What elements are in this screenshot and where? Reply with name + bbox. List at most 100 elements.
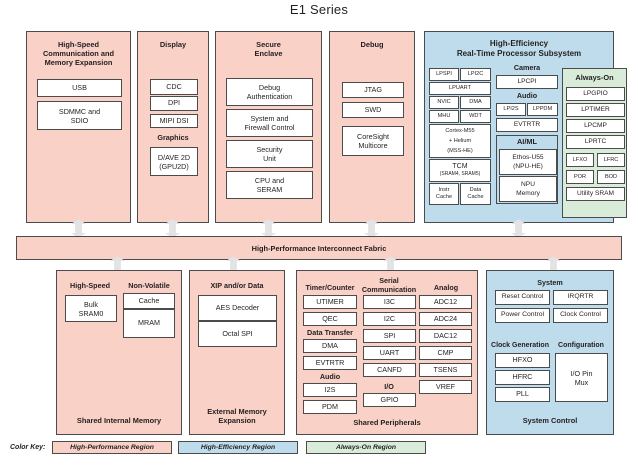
block-pll-label: PLL xyxy=(516,389,529,399)
block-coresight-multicore[interactable]: CoreSight Multicore xyxy=(342,126,404,156)
block-i2s[interactable]: I2S xyxy=(303,383,357,397)
block-nvic[interactable]: NVIC xyxy=(429,96,459,109)
block-mipi-dsi-label: MIPI DSI xyxy=(159,115,189,125)
interconnect-fabric: High-Performance Interconnect Fabric xyxy=(16,236,622,260)
block-evtrtr-rtss[interactable]: EVTRTR xyxy=(496,118,558,132)
block-io-pin-mux[interactable]: I/O Pin Mux xyxy=(555,353,608,402)
block-power-control[interactable]: Power Control xyxy=(495,308,550,323)
block-nvic-label: NVIC xyxy=(437,99,451,106)
block-spi[interactable]: SPI xyxy=(363,329,416,343)
block-evtrtr-peripheral[interactable]: EVTRTR xyxy=(303,356,357,370)
block-jtag[interactable]: JTAG xyxy=(342,82,404,98)
block-dma[interactable]: DMA xyxy=(460,96,491,109)
block-utimer[interactable]: UTIMER xyxy=(303,295,357,309)
block-lpuart[interactable]: LPUART xyxy=(429,82,491,95)
block-tsens[interactable]: TSENS xyxy=(419,363,472,377)
block-lfrc[interactable]: LFRC xyxy=(597,153,625,167)
block-lptimer[interactable]: LPTIMER xyxy=(566,103,625,117)
block-sdmmc-sdio-label: SDMMC and SDIO xyxy=(58,106,101,125)
block-cache[interactable]: Cache xyxy=(123,293,175,309)
block-hfrc[interactable]: HFRC xyxy=(495,370,550,385)
block-adc12[interactable]: ADC12 xyxy=(419,295,472,309)
block-utility-sram-label: Utility SRAM xyxy=(577,189,614,197)
block-utility-sram[interactable]: Utility SRAM xyxy=(566,187,625,201)
block-npu-memory[interactable]: NPU Memory xyxy=(499,176,557,202)
label-graphics: Graphics xyxy=(157,133,189,142)
label-io: I/O xyxy=(384,382,394,391)
block-dpi[interactable]: DPI xyxy=(150,96,198,111)
block-lpgpio[interactable]: LPGPIO xyxy=(566,87,625,101)
block-cmp[interactable]: CMP xyxy=(419,346,472,360)
block-lprtc[interactable]: LPRTC xyxy=(566,135,625,149)
block-lpi2c[interactable]: LPI2C xyxy=(460,68,491,81)
region-title-line3: Memory Expansion xyxy=(44,58,113,67)
block-tcm[interactable]: TCM (SRAM4, SRAM5) xyxy=(429,159,491,182)
label-high-speed-memory: High-Speed xyxy=(70,281,110,290)
block-data-cache[interactable]: Data Cache xyxy=(460,183,491,205)
block-lppdm[interactable]: LPPDM xyxy=(527,103,558,116)
block-mhu[interactable]: MHU xyxy=(429,110,459,123)
label-system: System xyxy=(537,278,563,287)
block-octal-spi[interactable]: Octal SPI xyxy=(198,321,277,347)
block-canfd[interactable]: CANFD xyxy=(363,363,416,377)
block-cpu-seram[interactable]: CPU and SERAM xyxy=(226,171,313,199)
block-ethos-u55[interactable]: Ethos-U55 (NPU-HE) xyxy=(499,149,557,175)
block-mram[interactable]: MRAM xyxy=(123,309,175,338)
block-reset-control[interactable]: Reset Control xyxy=(495,290,550,305)
block-lpcmp[interactable]: LPCMP xyxy=(566,119,625,133)
block-canfd-label: CANFD xyxy=(377,364,402,374)
block-clock-control-label: Clock Control xyxy=(560,311,601,319)
block-usb[interactable]: USB xyxy=(37,79,122,97)
block-cdc[interactable]: CDC xyxy=(150,79,198,95)
block-gpio[interactable]: GPIO xyxy=(363,393,416,407)
block-system-firewall-control[interactable]: System and Firewall Control xyxy=(226,109,313,137)
block-swd[interactable]: SWD xyxy=(342,102,404,118)
block-i3c[interactable]: I3C xyxy=(363,295,416,309)
block-cpu-seram-label: CPU and SERAM xyxy=(254,176,285,194)
block-reset-control-label: Reset Control xyxy=(501,293,544,301)
block-pll[interactable]: PLL xyxy=(495,387,550,402)
block-lfxo-label: LFXO xyxy=(572,156,588,163)
block-jtag-label: JTAG xyxy=(364,84,382,94)
block-lpgpio-label: LPGPIO xyxy=(583,89,608,97)
rtss-cpu-column: LPSPI LPI2C LPUART NVIC DMA MHU WDT Cort… xyxy=(429,68,491,218)
block-dpi-label: DPI xyxy=(168,98,180,108)
block-dma-peripheral[interactable]: DMA xyxy=(303,339,357,353)
block-cortex-m55[interactable]: Cortex-M55 + Helium (MSS-HE) xyxy=(429,124,491,158)
block-bod[interactable]: BOD xyxy=(597,170,625,184)
block-i2c[interactable]: I2C xyxy=(363,312,416,326)
block-uart[interactable]: UART xyxy=(363,346,416,360)
arrow-debug-to-fabric xyxy=(364,219,379,238)
region-system-control: System Reset Control IRQRTR Power Contro… xyxy=(486,270,614,435)
block-dave-2d[interactable]: D/AVE 2D (GPU2D) xyxy=(150,147,198,176)
block-wdt[interactable]: WDT xyxy=(460,110,491,123)
block-qec-label: QEC xyxy=(322,313,338,323)
block-hfrc-label: HFRC xyxy=(512,372,533,382)
block-sdmmc-sdio[interactable]: SDMMC and SDIO xyxy=(37,101,122,130)
block-instr-cache[interactable]: Instr Cache xyxy=(429,183,459,205)
block-por[interactable]: POR xyxy=(566,170,594,184)
block-lfxo[interactable]: LFXO xyxy=(566,153,594,167)
footer-external-memory-1: External Memory xyxy=(207,407,267,417)
block-adc24[interactable]: ADC24 xyxy=(419,312,472,326)
block-debug-authentication[interactable]: Debug Authentication xyxy=(226,78,313,106)
block-aes-decoder[interactable]: AES Decoder xyxy=(198,295,277,321)
block-clock-control[interactable]: Clock Control xyxy=(553,308,608,323)
block-security-unit[interactable]: Security Unit xyxy=(226,140,313,168)
block-lpcpi[interactable]: LPCPI xyxy=(496,75,558,89)
label-xip-or-data: XIP and/or Data xyxy=(210,281,264,290)
block-dac12[interactable]: DAC12 xyxy=(419,329,472,343)
block-vref[interactable]: VREF xyxy=(419,380,472,394)
block-lpi2s[interactable]: LPI2S xyxy=(496,103,526,116)
region-always-on: Always-On LPGPIO LPTIMER LPCMP LPRTC LFX… xyxy=(562,68,627,218)
page-title: E1 Series xyxy=(289,2,349,17)
region-title-debug: Debug xyxy=(360,40,384,49)
block-irqrtr[interactable]: IRQRTR xyxy=(553,290,608,305)
block-hfxo[interactable]: HFXO xyxy=(495,353,550,368)
block-aes-decoder-label: AES Decoder xyxy=(215,302,260,312)
block-mipi-dsi[interactable]: MIPI DSI xyxy=(150,114,198,128)
block-qec[interactable]: QEC xyxy=(303,312,357,326)
block-lpspi[interactable]: LPSPI xyxy=(429,68,459,81)
block-bulk-sram0[interactable]: Bulk SRAM0 xyxy=(65,295,117,322)
block-pdm[interactable]: PDM xyxy=(303,400,357,414)
